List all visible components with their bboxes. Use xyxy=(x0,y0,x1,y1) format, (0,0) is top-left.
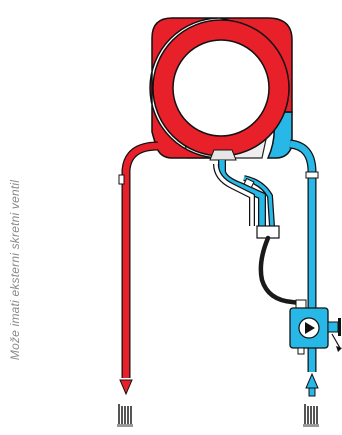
hot-flow-pipe xyxy=(121,141,159,378)
radiator-icon-right xyxy=(303,404,319,427)
pump-direction-triangle xyxy=(305,322,315,334)
radiator-icon xyxy=(117,404,133,427)
internal-pipe-1-fill xyxy=(219,160,265,226)
burner-assembly xyxy=(209,149,237,161)
pump-drain-tip xyxy=(336,346,342,352)
arrow-down-icon xyxy=(119,379,133,396)
internal-pipe-fitting xyxy=(243,177,255,189)
pump-top-fitting xyxy=(295,299,307,309)
exchanger-ring-inner xyxy=(172,39,270,137)
pump-side-handle xyxy=(338,318,341,336)
arrow-up-icon xyxy=(305,372,319,389)
exchanger-ring xyxy=(153,20,289,156)
internal-pipe-2-fill xyxy=(214,163,254,226)
hot-flow-pipe-fill xyxy=(122,142,159,378)
cold-pipe-fitting xyxy=(305,171,319,179)
inlet-arrow-stem xyxy=(308,387,316,397)
pump-bottom-fitting xyxy=(297,347,305,355)
pump-drain-line xyxy=(331,333,341,349)
pump-side-valve xyxy=(327,321,339,333)
hot-pipe-fitting xyxy=(118,174,125,185)
